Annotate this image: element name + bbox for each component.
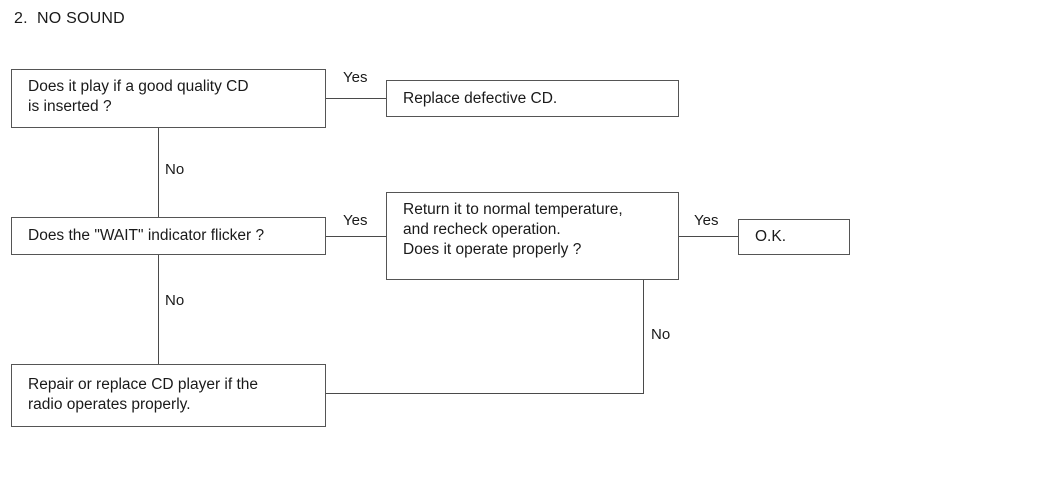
question-wait-indicator-box[interactable]: Does the "WAIT" indicator flicker ? (11, 217, 326, 255)
question-temperature-line-2: and recheck operation. (403, 221, 561, 238)
edge-label-wait-yes: Yes (343, 212, 368, 229)
connector-temp-no-horizontal (326, 393, 644, 394)
connector-temp-yes (679, 236, 738, 237)
edge-label-cd-no: No (165, 161, 185, 178)
connector-temp-no-vertical (643, 280, 644, 393)
connector-wait-yes (326, 236, 386, 237)
edge-label-temp-yes: Yes (694, 212, 719, 229)
question-wait-indicator-line-1: Does the "WAIT" indicator flicker ? (28, 227, 265, 244)
action-repair-cd-player-box[interactable]: Repair or replace CD player if the radio… (11, 364, 326, 427)
connector-cd-no (158, 128, 159, 217)
action-replace-defective-cd-line-1: Replace defective CD. (403, 89, 558, 107)
question-good-cd-line-1: Does it play if a good quality CD (28, 78, 249, 95)
question-good-cd-box[interactable]: Does it play if a good quality CD is ins… (11, 69, 326, 128)
question-good-cd-line-2: is inserted ? (28, 98, 112, 115)
action-repair-cd-player-line-2: radio operates properly. (28, 396, 191, 413)
question-temperature-line-3: Does it operate properly ? (403, 241, 582, 258)
action-replace-defective-cd-box[interactable]: Replace defective CD. (386, 80, 679, 117)
page-title: 2. NO SOUND (14, 10, 125, 27)
edge-label-cd-yes: Yes (343, 69, 368, 86)
question-temperature-line-1: Return it to normal temperature, (403, 201, 623, 218)
connector-wait-no (158, 255, 159, 364)
question-temperature-box[interactable]: Return it to normal temperature, and rec… (386, 192, 679, 280)
terminal-ok-box[interactable]: O.K. (738, 219, 850, 255)
edge-label-temp-no: No (651, 326, 671, 343)
terminal-ok-line-1: O.K. (755, 228, 787, 245)
connector-cd-yes (326, 98, 386, 99)
action-repair-cd-player-line-1: Repair or replace CD player if the (28, 376, 259, 393)
edge-label-wait-no: No (165, 292, 185, 309)
